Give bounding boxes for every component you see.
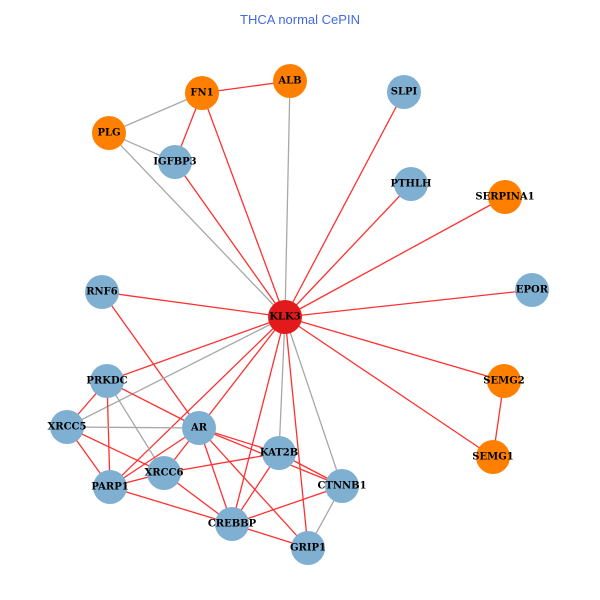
- node-kat2b[interactable]: KAT2B: [260, 436, 298, 470]
- node-label: FN1: [190, 88, 213, 99]
- edge-klk3-ctnnb1: [284, 316, 343, 487]
- node-circle: [476, 440, 510, 474]
- node-rnf6[interactable]: RNF6: [85, 275, 119, 309]
- node-label: IGFBP3: [153, 157, 196, 168]
- node-circle: [394, 167, 428, 201]
- node-label: XRCC5: [48, 422, 87, 433]
- node-circle: [93, 470, 127, 504]
- node-plg[interactable]: PLG: [92, 116, 126, 150]
- node-semg1[interactable]: SEMG1: [472, 440, 514, 474]
- node-igfbp3[interactable]: IGFBP3: [153, 145, 197, 179]
- node-semg2[interactable]: SEMG2: [483, 364, 525, 398]
- node-label: KLK3: [269, 312, 300, 323]
- node-circle: [487, 364, 521, 398]
- node-epor[interactable]: EPOR: [515, 273, 549, 307]
- node-label: SERPINA1: [475, 192, 534, 203]
- node-serpina1[interactable]: SERPINA1: [475, 180, 535, 214]
- node-prkdc[interactable]: PRKDC: [86, 364, 128, 398]
- node-crebbp[interactable]: CREBBP: [208, 507, 257, 541]
- edge-xrcc6-kat2b: [163, 452, 280, 474]
- edge-parp1-crebbp: [109, 486, 233, 525]
- node-xrcc5[interactable]: XRCC5: [48, 410, 87, 444]
- node-alb[interactable]: ALB: [273, 64, 307, 98]
- node-circle: [387, 75, 421, 109]
- edge-igfbp3-klk3: [174, 161, 286, 318]
- node-label: CTNNB1: [317, 481, 366, 492]
- edge-rnf6-klk3: [101, 291, 286, 318]
- edge-ar-parp1: [109, 427, 200, 488]
- edge-fn1-klk3: [201, 92, 286, 318]
- node-circle: [90, 364, 124, 398]
- node-label: SEMG2: [483, 376, 524, 387]
- node-circle: [515, 273, 549, 307]
- node-circle: [182, 411, 216, 445]
- edge-semg2-klk3: [284, 316, 505, 382]
- node-circle: [158, 145, 192, 179]
- node-label: GRIP1: [290, 543, 326, 554]
- edge-klk3-crebbp: [231, 316, 286, 525]
- edge-klk3-kat2b: [278, 316, 286, 454]
- node-pthlh[interactable]: PTHLH: [391, 167, 432, 201]
- node-circle: [85, 275, 119, 309]
- figure-title: THCA normal CePIN: [240, 12, 360, 27]
- node-circle: [50, 410, 84, 444]
- node-circle: [92, 116, 126, 150]
- edge-klk3-parp1: [109, 316, 286, 488]
- edge-klk3-grip1: [284, 316, 309, 549]
- edge-ar-grip1: [198, 427, 309, 549]
- node-circle: [291, 531, 325, 565]
- node-circle: [147, 456, 181, 490]
- edge-prkdc-parp1: [106, 380, 111, 488]
- edge-semg1-klk3: [284, 316, 494, 458]
- edge-pthlh-klk3: [284, 183, 412, 318]
- edge-crebbp-ctnnb1: [231, 485, 343, 525]
- node-circle: [273, 64, 307, 98]
- node-label: AR: [190, 423, 208, 434]
- node-circle: [185, 76, 219, 110]
- node-circle: [262, 436, 296, 470]
- node-fn1[interactable]: FN1: [185, 76, 219, 110]
- node-xrcc6[interactable]: XRCC6: [145, 456, 184, 490]
- edge-xrcc5-ar: [66, 426, 200, 429]
- node-grip1[interactable]: GRIP1: [290, 531, 326, 565]
- edge-xrcc5-xrcc6: [66, 426, 165, 474]
- node-label: PLG: [97, 128, 120, 139]
- node-label: ALB: [277, 76, 301, 87]
- node-label: PTHLH: [391, 179, 432, 190]
- node-label: KAT2B: [260, 448, 298, 459]
- node-klk3[interactable]: KLK3: [268, 300, 302, 334]
- node-circle: [488, 180, 522, 214]
- node-label: CREBBP: [208, 519, 257, 530]
- node-label: SEMG1: [472, 452, 513, 463]
- edge-plg-klk3: [108, 132, 286, 318]
- edge-slpi-klk3: [284, 91, 405, 318]
- node-circle: [215, 507, 249, 541]
- edge-klk3-xrcc5: [66, 316, 286, 428]
- node-label: SLPI: [391, 87, 418, 98]
- node-label: PARP1: [91, 482, 128, 493]
- edge-alb-klk3: [284, 80, 291, 318]
- edge-klk3-prkdc: [106, 316, 286, 382]
- node-label: PRKDC: [86, 376, 127, 387]
- node-label: RNF6: [86, 287, 118, 298]
- edge-prkdc-ar: [106, 380, 200, 429]
- edge-serpina1-klk3: [284, 196, 506, 318]
- edge-epor-klk3: [284, 289, 533, 318]
- node-circle: [268, 300, 302, 334]
- node-label: EPOR: [516, 285, 549, 296]
- edge-klk3-ar: [198, 316, 286, 429]
- node-parp1[interactable]: PARP1: [91, 470, 129, 504]
- node-ar[interactable]: AR: [182, 411, 216, 445]
- node-label: XRCC6: [145, 468, 184, 479]
- node-circle: [325, 469, 359, 503]
- node-ctnnb1[interactable]: CTNNB1: [317, 469, 367, 503]
- node-slpi[interactable]: SLPI: [387, 75, 421, 109]
- edge-rnf6-ar: [101, 291, 200, 429]
